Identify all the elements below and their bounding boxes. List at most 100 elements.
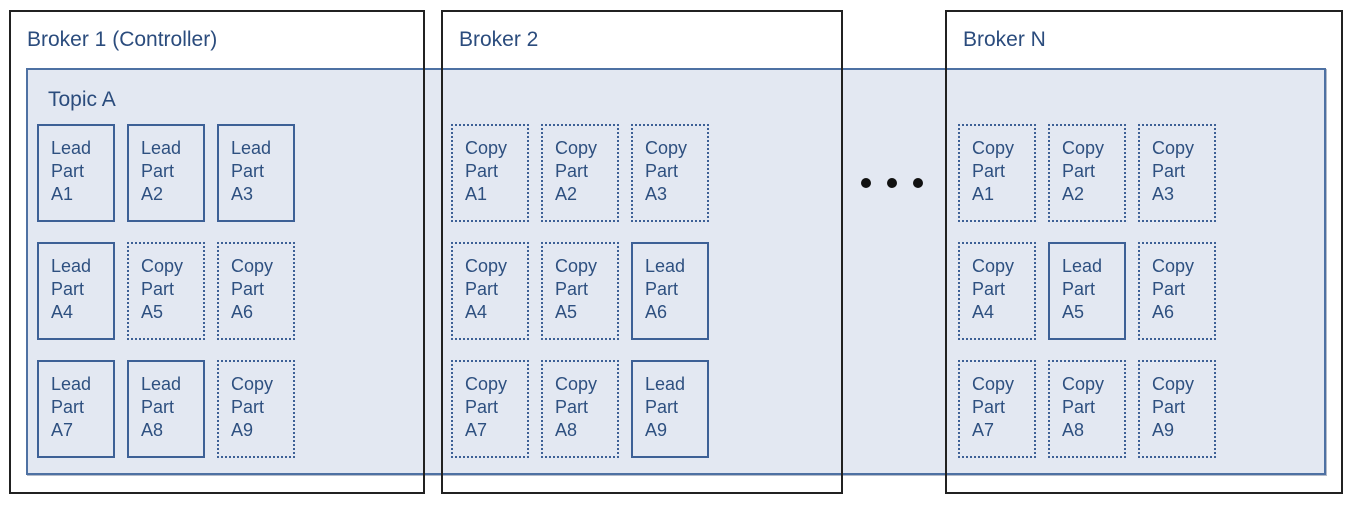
partition-line: A5 bbox=[141, 302, 164, 322]
broker-1-title: Broker 1 (Controller) bbox=[27, 28, 218, 51]
partition-line: Copy bbox=[555, 138, 598, 158]
partition-line: Copy bbox=[465, 138, 508, 158]
partition-line: Part bbox=[1152, 279, 1186, 299]
partition-line: Copy bbox=[231, 374, 274, 394]
partition-line: Copy bbox=[141, 256, 184, 276]
partition-line: A3 bbox=[645, 184, 668, 204]
ellipsis-dot bbox=[913, 178, 923, 188]
partition-line: A4 bbox=[51, 302, 74, 322]
broker-1-box: Broker 1 (Controller) bbox=[9, 10, 425, 494]
partition-line: Part bbox=[51, 161, 85, 181]
ellipsis-dot bbox=[887, 178, 897, 188]
partition-line: Part bbox=[465, 161, 499, 181]
partition-line: Part bbox=[1062, 397, 1096, 417]
partition-line: A7 bbox=[972, 420, 995, 440]
partition-line: Copy bbox=[1062, 138, 1105, 158]
partition-line: Part bbox=[555, 397, 589, 417]
partition-line: A8 bbox=[555, 420, 578, 440]
partition-line: Copy bbox=[1152, 138, 1195, 158]
partition-line: Lead bbox=[51, 374, 92, 394]
partition-line: A7 bbox=[465, 420, 488, 440]
partition-line: Part bbox=[465, 279, 499, 299]
partition-line: Lead bbox=[1062, 256, 1103, 276]
partition-line: A4 bbox=[465, 302, 488, 322]
partition-line: Part bbox=[555, 279, 589, 299]
partition-line: Lead bbox=[645, 256, 686, 276]
topic-label: Topic A bbox=[48, 88, 116, 111]
partition-line: A2 bbox=[1062, 184, 1085, 204]
partition-line: Part bbox=[645, 161, 679, 181]
partition-line: A6 bbox=[1152, 302, 1175, 322]
partition-line: A2 bbox=[141, 184, 164, 204]
partition-line: A8 bbox=[1062, 420, 1085, 440]
partition-line: A7 bbox=[51, 420, 74, 440]
partition-line: Part bbox=[51, 397, 85, 417]
partition-line: Part bbox=[231, 161, 265, 181]
partition-line: Part bbox=[972, 279, 1006, 299]
partition-line: A9 bbox=[231, 420, 254, 440]
broker-2-title: Broker 2 bbox=[459, 28, 539, 51]
partition-line: Copy bbox=[645, 138, 688, 158]
partition-line: Part bbox=[1152, 397, 1186, 417]
partition-line: Part bbox=[1062, 161, 1096, 181]
ellipsis-dot bbox=[861, 178, 871, 188]
partition-line: Copy bbox=[555, 374, 598, 394]
partition-line: A1 bbox=[972, 184, 995, 204]
partition-line: A5 bbox=[1062, 302, 1085, 322]
partition-line: A6 bbox=[645, 302, 668, 322]
partition-line: Part bbox=[465, 397, 499, 417]
broker-n-title: Broker N bbox=[963, 28, 1046, 51]
partition-line: Copy bbox=[465, 256, 508, 276]
partition-line: Part bbox=[972, 397, 1006, 417]
partition-line: A6 bbox=[231, 302, 254, 322]
partition-line: Lead bbox=[231, 138, 272, 158]
partition-line: A3 bbox=[1152, 184, 1175, 204]
partition-line: Copy bbox=[1152, 256, 1195, 276]
partition-line: Part bbox=[972, 161, 1006, 181]
partition-line: Part bbox=[231, 397, 265, 417]
partition-line: Part bbox=[141, 161, 175, 181]
ellipsis-icon bbox=[861, 178, 923, 188]
partition-line: Lead bbox=[51, 138, 92, 158]
partition-line: A4 bbox=[972, 302, 995, 322]
partition-line: Part bbox=[51, 279, 85, 299]
partition-line: Part bbox=[1152, 161, 1186, 181]
partition-line: Copy bbox=[972, 256, 1015, 276]
partition-line: Copy bbox=[465, 374, 508, 394]
partition-line: Lead bbox=[645, 374, 686, 394]
partition-line: A9 bbox=[645, 420, 668, 440]
partition-line: Copy bbox=[555, 256, 598, 276]
partition-line: Copy bbox=[231, 256, 274, 276]
partition-line: Part bbox=[1062, 279, 1096, 299]
partition-line: Copy bbox=[972, 138, 1015, 158]
partition-line: A3 bbox=[231, 184, 254, 204]
partition-line: Part bbox=[555, 161, 589, 181]
partition-line: A1 bbox=[51, 184, 74, 204]
partition-line: Lead bbox=[51, 256, 92, 276]
